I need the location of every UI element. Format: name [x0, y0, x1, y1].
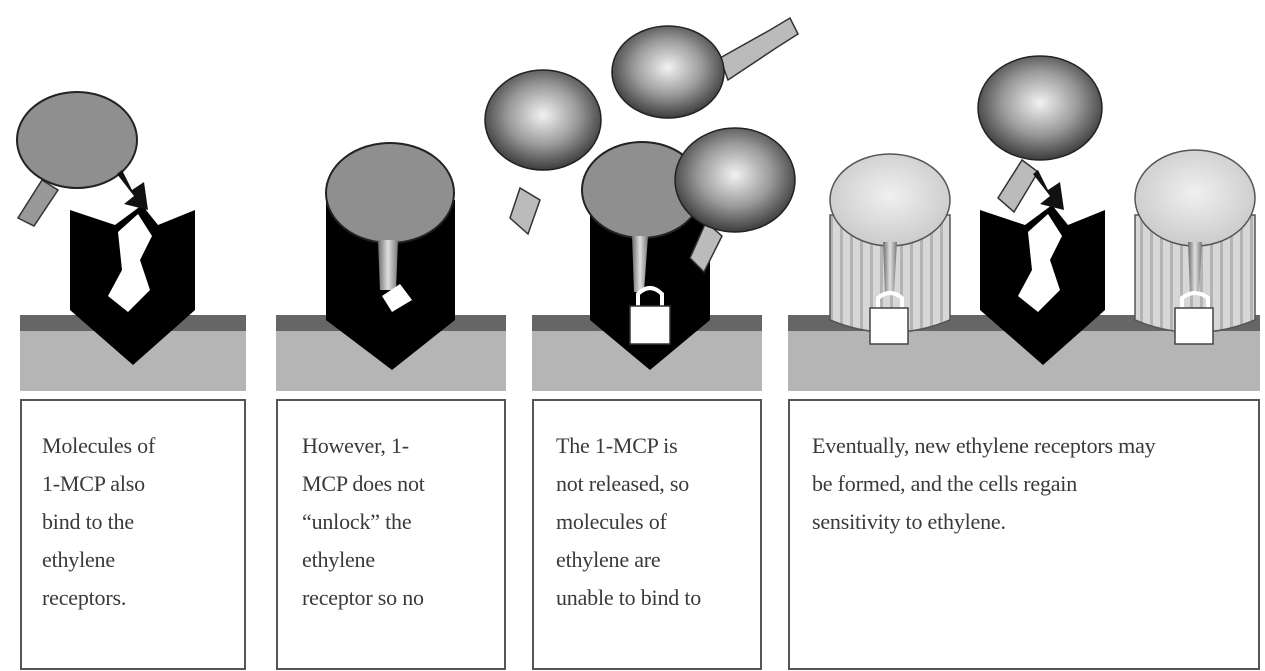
caption-line: MCP does not: [302, 471, 425, 496]
caption-line: Eventually, new ethylene receptors may: [812, 433, 1156, 458]
mcp-bound-receptor: [325, 142, 455, 370]
locked-receptor-left: [829, 153, 951, 345]
caption-panel-3: The 1-MCP is not released, so molecules …: [532, 399, 762, 670]
caption-line: sensitivity to ethylene.: [812, 509, 1006, 534]
receptor-diagram: [16, 16, 1260, 391]
caption-line: not released, so: [556, 471, 690, 496]
caption-line: ethylene: [42, 547, 115, 572]
ethylene-molecule-4: [977, 55, 1103, 214]
caption-line: ethylene are: [556, 547, 661, 572]
open-receptor-1: [70, 205, 195, 365]
caption-line: receptor so no: [302, 585, 424, 610]
caption-line: However, 1-: [302, 433, 409, 458]
locked-receptor-right: [1134, 149, 1256, 345]
caption-line: 1-MCP also: [42, 471, 145, 496]
caption-line: “unlock” the: [302, 509, 412, 534]
caption-line: bind to the: [42, 509, 134, 534]
caption-panel-1: Molecules of 1-MCP also bind to the ethy…: [20, 399, 246, 670]
caption-panel-2: However, 1- MCP does not “unlock” the et…: [276, 399, 506, 670]
ethylene-molecule-3: [674, 127, 796, 274]
caption-line: The 1-MCP is: [556, 433, 678, 458]
caption-line: ethylene: [302, 547, 375, 572]
binding-arrow-icon: [1033, 170, 1064, 210]
caption-line: receptors.: [42, 585, 127, 610]
ethylene-molecule-1: [484, 69, 602, 236]
caption-line: Molecules of: [42, 433, 156, 458]
caption-panel-4: Eventually, new ethylene receptors may b…: [788, 399, 1260, 670]
caption-line: unable to bind to: [556, 585, 702, 610]
padlock-icon: [629, 286, 671, 345]
new-open-receptor: [980, 205, 1105, 365]
caption-line: molecules of: [556, 509, 667, 534]
mcp-molecule-1: [16, 91, 138, 227]
caption-line: be formed, and the cells regain: [812, 471, 1078, 496]
binding-arrow-icon: [117, 170, 148, 210]
locked-receptor: [581, 141, 710, 370]
ethylene-molecule-2: [611, 16, 799, 119]
